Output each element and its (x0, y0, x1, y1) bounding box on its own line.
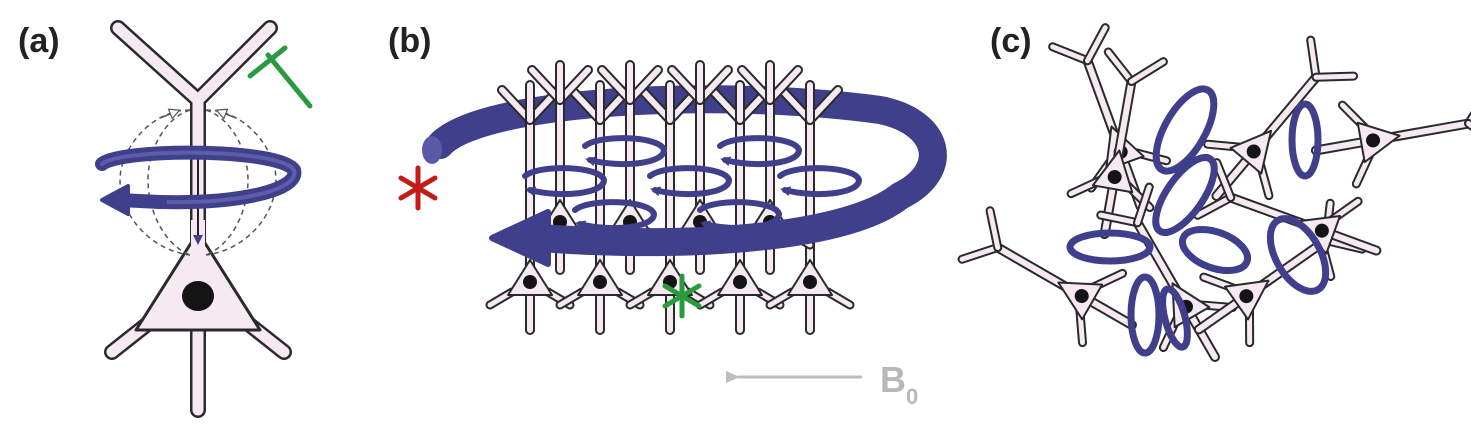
synapse-icon (247, 45, 313, 109)
large-current-loop-front (526, 182, 914, 257)
current-loop-a (95, 145, 302, 216)
nucleus (182, 281, 214, 311)
tangle-neuron (1310, 87, 1471, 189)
panel-c-label: (c) (990, 22, 1032, 60)
nucleus (1074, 289, 1089, 303)
array-neuron (625, 80, 715, 335)
nucleus (1107, 169, 1122, 184)
panel-a-label: (a) (18, 22, 60, 60)
nucleus (1246, 144, 1261, 159)
pyramidal-neuron (104, 20, 292, 418)
nucleus (1366, 133, 1381, 148)
dashed-field-lines (119, 110, 277, 256)
panel-a: (a) (18, 20, 313, 418)
panel-b: (b) B0 (388, 22, 947, 409)
nucleus (523, 275, 537, 289)
panel-c: (c) (957, 22, 1471, 362)
nucleus (1314, 223, 1329, 238)
nucleus (1239, 289, 1254, 304)
green-asterisk-icon (662, 273, 702, 319)
disordered-neurons (957, 23, 1471, 362)
array-neuron (765, 80, 855, 335)
tangle-neuron (957, 206, 1137, 348)
nucleus (803, 275, 817, 289)
field-direction: B0 (726, 359, 918, 409)
nucleus (593, 275, 607, 289)
panel-b-label: (b) (388, 22, 431, 60)
tangle-neuron (1066, 47, 1168, 240)
nucleus (733, 275, 747, 289)
red-asterisk-icon (398, 165, 438, 211)
field-label: B0 (880, 359, 918, 409)
random-current-loops (1066, 85, 1330, 357)
